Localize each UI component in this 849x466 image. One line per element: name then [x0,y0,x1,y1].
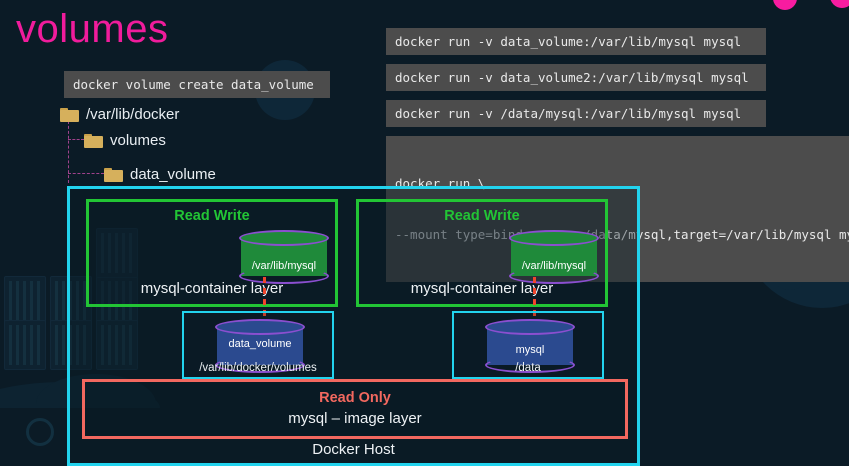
tree-item-root[interactable]: /var/lib/docker [60,106,179,123]
cylinder-var-lib-mysql-right: /var/lib/mysql [509,230,599,284]
container-layer-label-left: mysql-container layer [140,280,284,297]
cylinder-var-lib-mysql-left: /var/lib/mysql [239,230,329,284]
cylinder-data-volume: data_volume [215,319,305,373]
command-run-bind-mount: docker run -v /data/mysql:/var/lib/mysql… [386,100,766,127]
tree-connector-horizontal [68,173,104,174]
folder-icon [104,167,123,182]
connector-right [533,277,536,325]
page-title: volumes [16,7,169,51]
volume-box-right: mysql /data [452,311,604,379]
tree-item-volumes[interactable]: volumes [84,132,166,149]
pink-dot-decoration [830,0,849,8]
command-run-named-volume: docker run -v data_volume:/var/lib/mysql… [386,28,766,55]
docker-host-box: Read Write /var/lib/mysql mysql-containe… [67,186,640,466]
connector-left [263,277,266,325]
image-layer-label: mysql – image layer [288,410,422,427]
bg-server-rack [4,276,46,326]
container-layer-label-right: mysql-container layer [410,280,554,297]
pink-dot-decoration [773,0,797,10]
cylinder-mysql-data: mysql [485,319,575,373]
cylinder-label: /var/lib/mysql [521,260,587,272]
command-run-mount-flag: docker run \ --mount type=bind,source=/d… [386,136,849,282]
container-box-left: Read Write /var/lib/mysql mysql-containe… [86,199,338,307]
read-only-image-layer-box: Read Only mysql – image layer [82,379,628,439]
tree-item-volumes-label: volumes [110,132,166,149]
bg-ring [26,418,54,446]
command-run-named-volume2: docker run -v data_volume2:/var/lib/mysq… [386,64,766,91]
tree-connector-vertical [68,121,69,183]
read-write-label-right: Read Write [444,208,520,224]
volume-path-right: /data [515,362,541,374]
tree-item-data-volume[interactable]: data_volume [104,166,216,183]
folder-icon [84,133,103,148]
folder-icon [60,107,79,122]
tree-item-root-label: /var/lib/docker [86,106,180,123]
command-volume-create: docker volume create data_volume [64,71,330,98]
docker-host-label: Docker Host [312,441,395,458]
cylinder-label: mysql [515,344,545,356]
container-box-right: Read Write /var/lib/mysql mysql-containe… [356,199,608,307]
tree-item-data-volume-label: data_volume [130,166,216,183]
volume-box-left: data_volume /var/lib/docker/volumes [182,311,334,379]
cylinder-label: /var/lib/mysql [251,260,317,272]
tree-connector-horizontal [68,139,84,140]
cylinder-label: data_volume [228,338,292,350]
read-write-label-left: Read Write [174,208,250,224]
read-only-label: Read Only [319,390,391,406]
bg-server-rack [4,320,46,370]
volume-path-left: /var/lib/docker/volumes [199,362,317,374]
